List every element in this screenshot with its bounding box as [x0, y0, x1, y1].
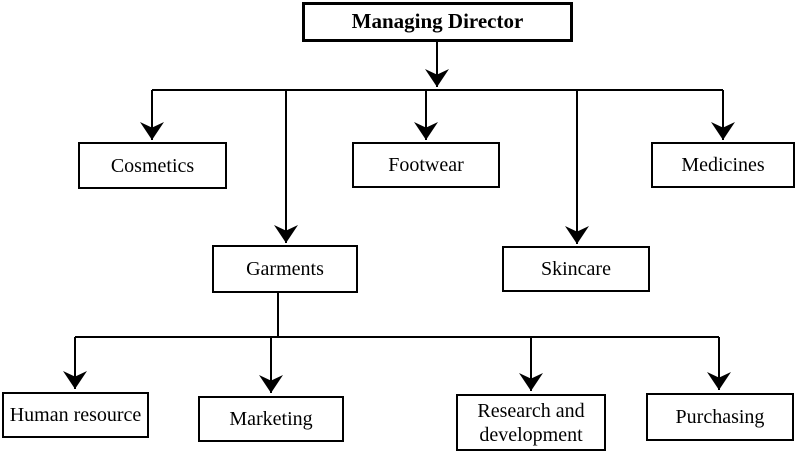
node-skincare: Skincare — [502, 246, 650, 292]
node-research-development: Research and development — [456, 394, 606, 451]
node-garments: Garments — [212, 245, 358, 293]
node-purchasing-label: Purchasing — [675, 406, 765, 428]
node-research-development-label: Research and development — [477, 399, 585, 446]
node-cosmetics-label: Cosmetics — [110, 154, 195, 177]
node-skincare-label: Skincare — [541, 258, 611, 280]
node-garments-label: Garments — [246, 258, 324, 280]
node-marketing-label: Marketing — [229, 408, 313, 430]
node-marketing: Marketing — [198, 396, 344, 442]
node-medicines: Medicines — [651, 142, 795, 188]
node-human-resource: Human resource — [2, 392, 149, 438]
node-human-resource-label: Human resource — [9, 404, 142, 426]
node-medicines-label: Medicines — [681, 154, 765, 176]
node-purchasing: Purchasing — [646, 393, 794, 441]
node-cosmetics: Cosmetics — [78, 142, 227, 189]
node-managing-director-label: Managing Director — [351, 9, 524, 34]
node-footwear: Footwear — [352, 142, 500, 188]
node-managing-director: Managing Director — [302, 2, 573, 42]
node-footwear-label: Footwear — [388, 154, 464, 176]
